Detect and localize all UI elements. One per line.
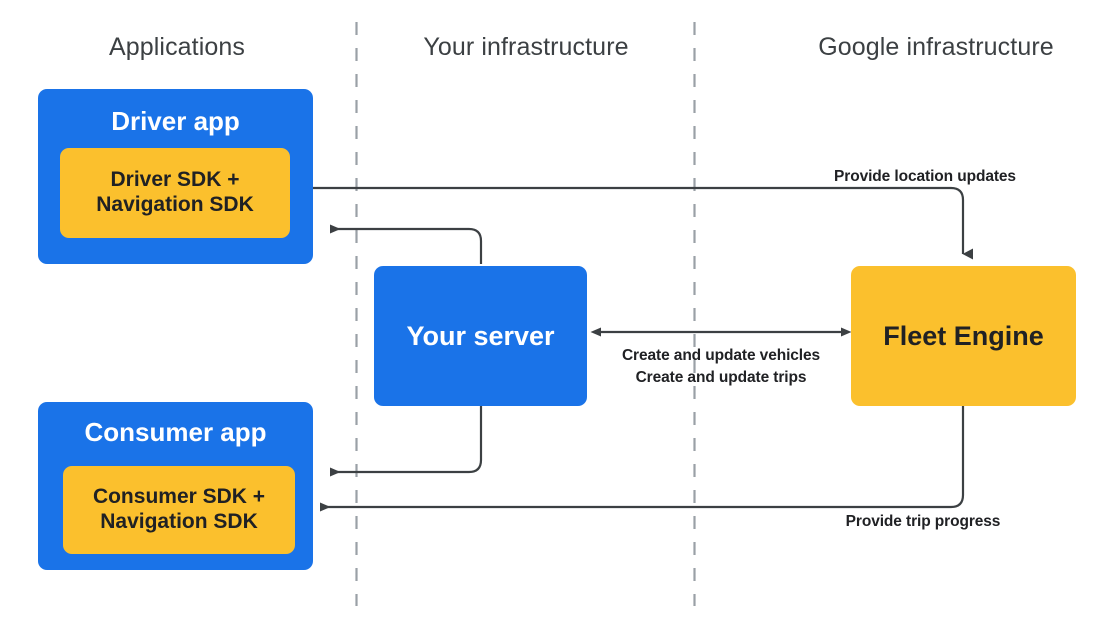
edge-driver-sdk-to-fleet-engine (290, 186, 973, 260)
edge-fleet-engine-to-consumer-app (320, 406, 965, 512)
column-header-google-infrastructure: Google infrastructure (818, 33, 1054, 61)
edge-label-provide-location-updates: Provide location updates (834, 168, 1016, 185)
node-fleet-engine-label: Fleet Engine (883, 320, 1044, 351)
edge-label-create-and-update: Create and update vehicles Create and up… (621, 347, 821, 387)
node-fleet-engine[interactable]: Fleet Engine (851, 266, 1076, 406)
node-your-server-label: Your server (406, 320, 555, 351)
node-driver-app-title: Driver app (111, 106, 240, 136)
node-consumer-sdk[interactable]: Consumer SDK + Navigation SDK (63, 466, 295, 554)
column-header-applications: Applications (108, 33, 245, 61)
edge-your-server-to-consumer-app (330, 406, 483, 477)
node-driver-sdk-label: Driver SDK + Navigation SDK (96, 168, 254, 216)
node-your-server[interactable]: Your server (374, 266, 587, 406)
column-header-your-infrastructure: Your infrastructure (423, 33, 629, 61)
edge-label-provide-trip-progress: Provide trip progress (845, 513, 1001, 530)
edge-your-server-to-driver-app (330, 224, 483, 264)
node-consumer-sdk-label: Consumer SDK + Navigation SDK (92, 485, 266, 533)
node-driver-sdk[interactable]: Driver SDK + Navigation SDK (60, 148, 290, 238)
node-consumer-app-title: Consumer app (84, 417, 267, 447)
